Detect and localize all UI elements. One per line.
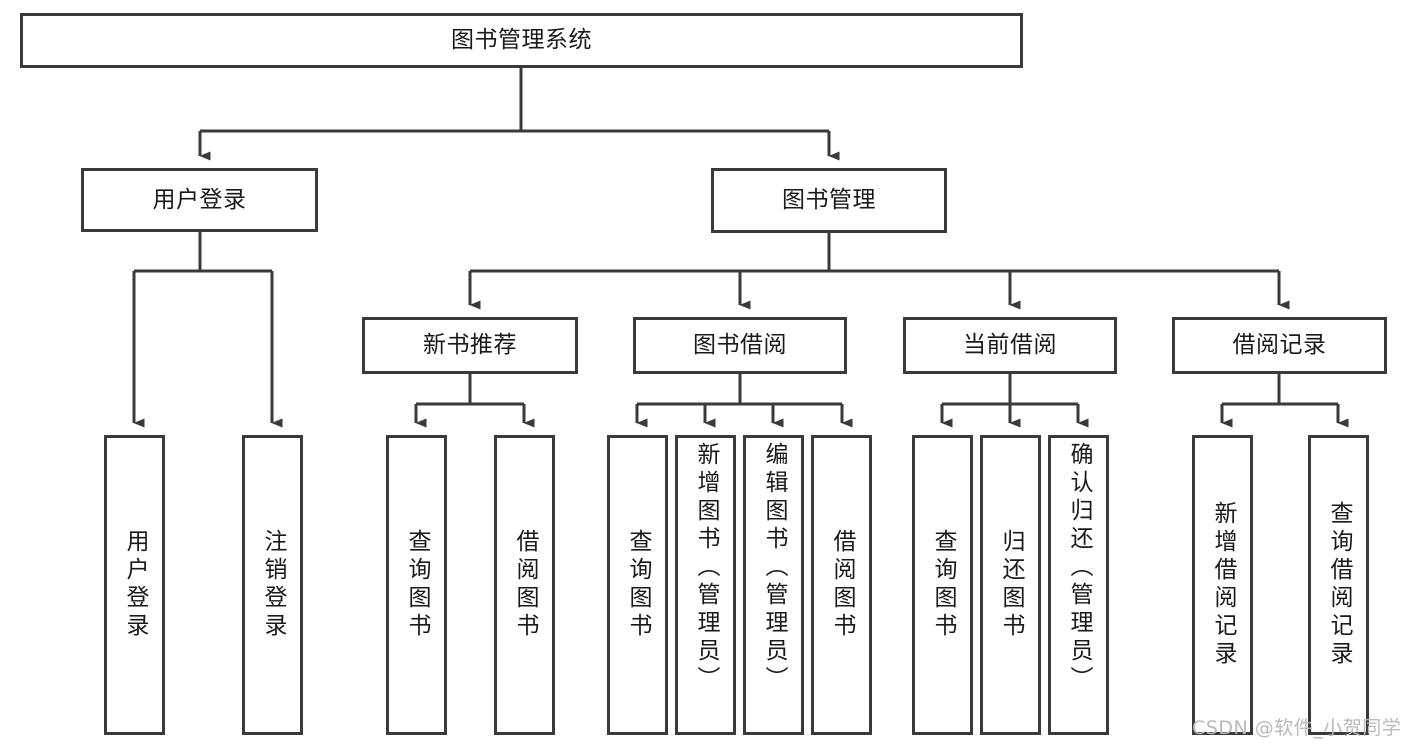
csdn-watermark: CSDN @软件_小贺同学 bbox=[1192, 717, 1402, 739]
leaf-book-borrow-0[interactable]: 查询图书 bbox=[607, 435, 668, 735]
node-user-login[interactable]: 用户登录 bbox=[81, 168, 318, 232]
node-book-borrow[interactable]: 图书借阅 bbox=[633, 317, 847, 374]
leaf-borrow-record-0[interactable]: 新增借阅记录 bbox=[1192, 435, 1253, 735]
leaf-new-book-recommend-0[interactable]: 查询图书 bbox=[386, 435, 447, 735]
leaf-current-borrow-2-label: 确认归还（管理员） bbox=[1066, 442, 1092, 694]
node-book-management[interactable]: 图书管理 bbox=[711, 168, 947, 233]
leaf-new-book-recommend-0-label: 查询图书 bbox=[404, 529, 430, 641]
node-root-label: 图书管理系统 bbox=[451, 27, 592, 54]
leaf-book-borrow-0-label: 查询图书 bbox=[625, 529, 651, 641]
leaf-new-book-recommend-1-label: 借阅图书 bbox=[512, 529, 538, 641]
leaf-current-borrow-2[interactable]: 确认归还（管理员） bbox=[1048, 435, 1109, 735]
leaf-borrow-record-0-label: 新增借阅记录 bbox=[1210, 501, 1236, 669]
node-root[interactable]: 图书管理系统 bbox=[20, 13, 1023, 68]
node-new-book-recommend[interactable]: 新书推荐 bbox=[362, 317, 578, 374]
leaf-new-book-recommend-1[interactable]: 借阅图书 bbox=[494, 435, 555, 735]
leaf-current-borrow-0-label: 查询图书 bbox=[930, 529, 956, 641]
leaf-current-borrow-1-label: 归还图书 bbox=[998, 529, 1024, 641]
leaf-user-login-1[interactable]: 注销登录 bbox=[242, 435, 303, 735]
leaf-book-borrow-2-label: 编辑图书（管理员） bbox=[761, 442, 787, 694]
node-current-borrow-label: 当前借阅 bbox=[963, 332, 1057, 359]
leaf-book-borrow-1-label: 新增图书（管理员） bbox=[693, 442, 719, 694]
leaf-borrow-record-1[interactable]: 查询借阅记录 bbox=[1308, 435, 1369, 735]
node-user-login-label: 用户登录 bbox=[152, 186, 247, 213]
node-book-management-label: 图书管理 bbox=[782, 187, 876, 214]
leaf-current-borrow-0[interactable]: 查询图书 bbox=[912, 435, 973, 735]
leaf-user-login-0[interactable]: 用户登录 bbox=[104, 435, 165, 735]
leaf-current-borrow-1[interactable]: 归还图书 bbox=[980, 435, 1041, 735]
leaf-book-borrow-1[interactable]: 新增图书（管理员） bbox=[675, 435, 736, 735]
leaf-user-login-1-label: 注销登录 bbox=[260, 529, 286, 641]
leaf-borrow-record-1-label: 查询借阅记录 bbox=[1326, 501, 1352, 669]
node-new-book-recommend-label: 新书推荐 bbox=[423, 332, 517, 359]
node-current-borrow[interactable]: 当前借阅 bbox=[903, 317, 1117, 374]
node-borrow-record-label: 借阅记录 bbox=[1232, 332, 1327, 359]
leaf-user-login-0-label: 用户登录 bbox=[122, 529, 148, 641]
leaf-book-borrow-3-label: 借阅图书 bbox=[829, 529, 855, 641]
leaf-book-borrow-2[interactable]: 编辑图书（管理员） bbox=[743, 435, 804, 735]
node-book-borrow-label: 图书借阅 bbox=[693, 332, 787, 359]
leaf-book-borrow-3[interactable]: 借阅图书 bbox=[811, 435, 872, 735]
node-borrow-record[interactable]: 借阅记录 bbox=[1172, 317, 1387, 374]
